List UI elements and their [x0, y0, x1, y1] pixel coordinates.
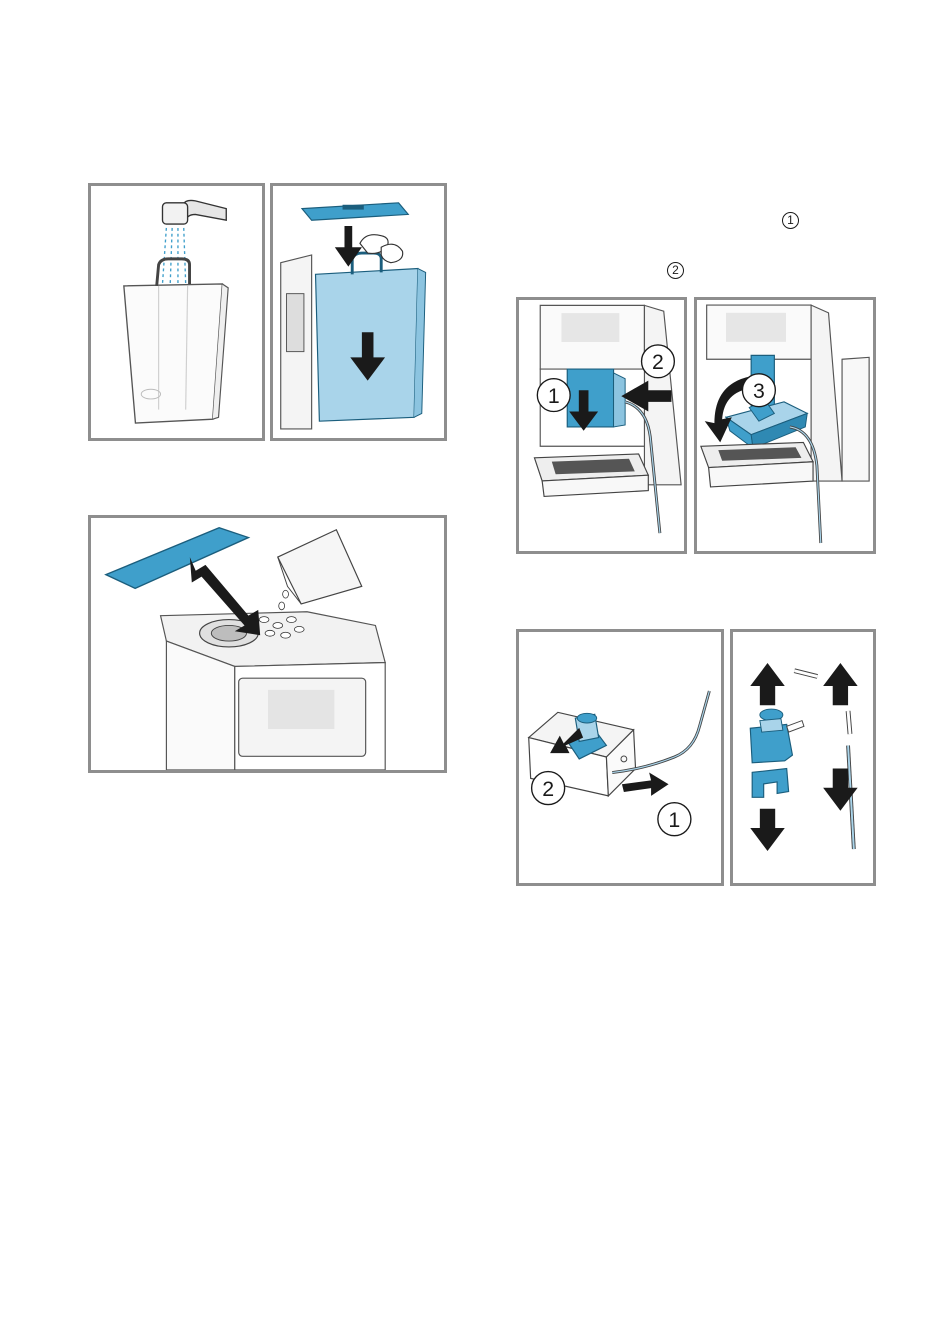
remove-drip-tray-illustration: 1 2 [519, 300, 684, 551]
callout-step-1: 1 [548, 385, 560, 408]
figure-insert-water-tank [270, 183, 447, 441]
rinse-water-tank-illustration [91, 186, 262, 438]
step-marker-2: 2 [667, 262, 684, 279]
figure-remove-brew-unit: 2 1 [516, 629, 724, 886]
figure-disassemble-parts [730, 629, 876, 886]
callout-brew-step-2: 2 [542, 777, 554, 801]
fill-coffee-beans-illustration [91, 518, 444, 770]
figure-fill-coffee-beans [88, 515, 447, 773]
callout-brew-step-1: 1 [668, 808, 680, 832]
tilt-brew-unit-illustration: 3 [697, 300, 873, 551]
callout-step-2: 2 [652, 351, 664, 374]
remove-brew-unit-illustration: 2 1 [519, 632, 721, 883]
figure-remove-drip-tray: 1 2 [516, 297, 687, 554]
insert-water-tank-illustration [273, 186, 444, 438]
step-marker-1: 1 [782, 212, 799, 229]
figure-rinse-water-tank [88, 183, 265, 441]
disassemble-parts-illustration [733, 632, 873, 883]
callout-step-3: 3 [753, 379, 765, 403]
figure-tilt-brew-unit: 3 [694, 297, 876, 554]
